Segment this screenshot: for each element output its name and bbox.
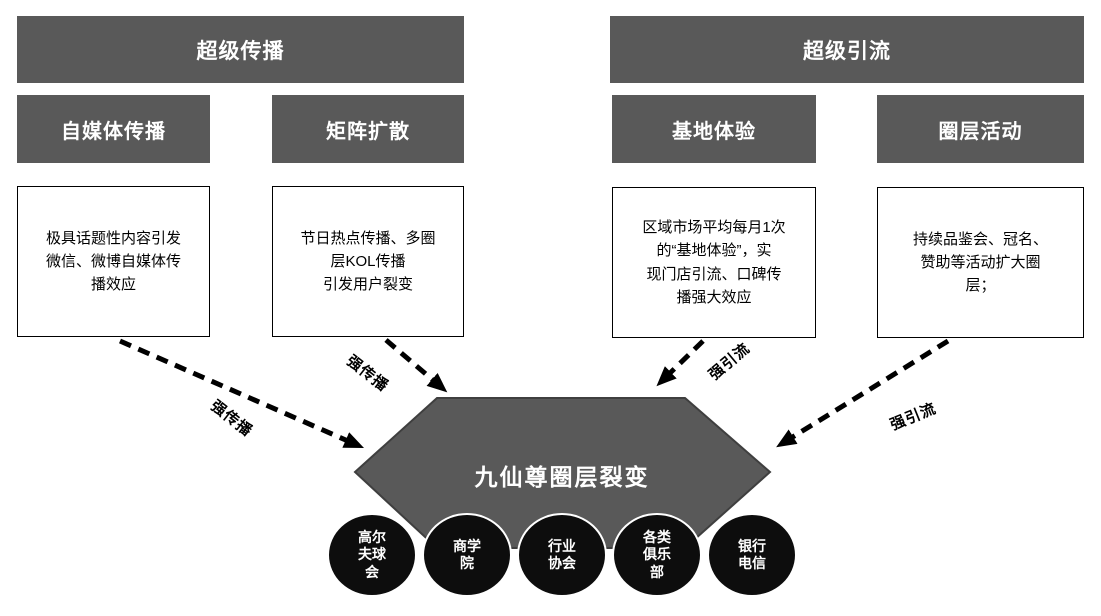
arrow-self-media-to-core (118, 338, 365, 449)
hexagon-core-label: 九仙尊圈层裂变 (474, 464, 650, 490)
channel-ellipse-industry-association: 行业 协会 (517, 513, 607, 597)
subheader-matrix-diffusion: 矩阵扩散 (272, 95, 464, 163)
subheader-self-media: 自媒体传播 (17, 95, 210, 163)
arrow-matrix-to-core (384, 338, 448, 393)
arrow-circle-to-core (776, 338, 950, 448)
arrow-base-to-core (656, 339, 705, 387)
subheader-base-experience: 基地体验 (612, 95, 816, 163)
channel-ellipse-golf-club: 高尔 夫球 会 (327, 513, 417, 597)
note-self-media: 极具话题性内容引发 微信、微博自媒体传 播效应 (17, 186, 210, 337)
section-header-super-traffic: 超级引流 (610, 16, 1084, 83)
section-header-super-spread: 超级传播 (17, 16, 464, 83)
note-base-experience: 区域市场平均每月1次 的“基地体验”，实 现门店引流、口碑传 播强大效应 (612, 187, 816, 338)
channel-ellipse-clubs: 各类 俱乐 部 (612, 513, 702, 597)
channel-ellipse-bank-telecom: 银行 电信 (707, 513, 797, 597)
channel-ellipse-business-school: 商学 院 (422, 513, 512, 597)
subheader-circle-activity: 圈层活动 (877, 95, 1084, 163)
note-matrix-diffusion: 节日热点传播、多圈 层KOL传播 引发用户裂变 (272, 186, 464, 337)
note-circle-activity: 持续品鉴会、冠名、 赞助等活动扩大圈 层； (877, 187, 1084, 338)
